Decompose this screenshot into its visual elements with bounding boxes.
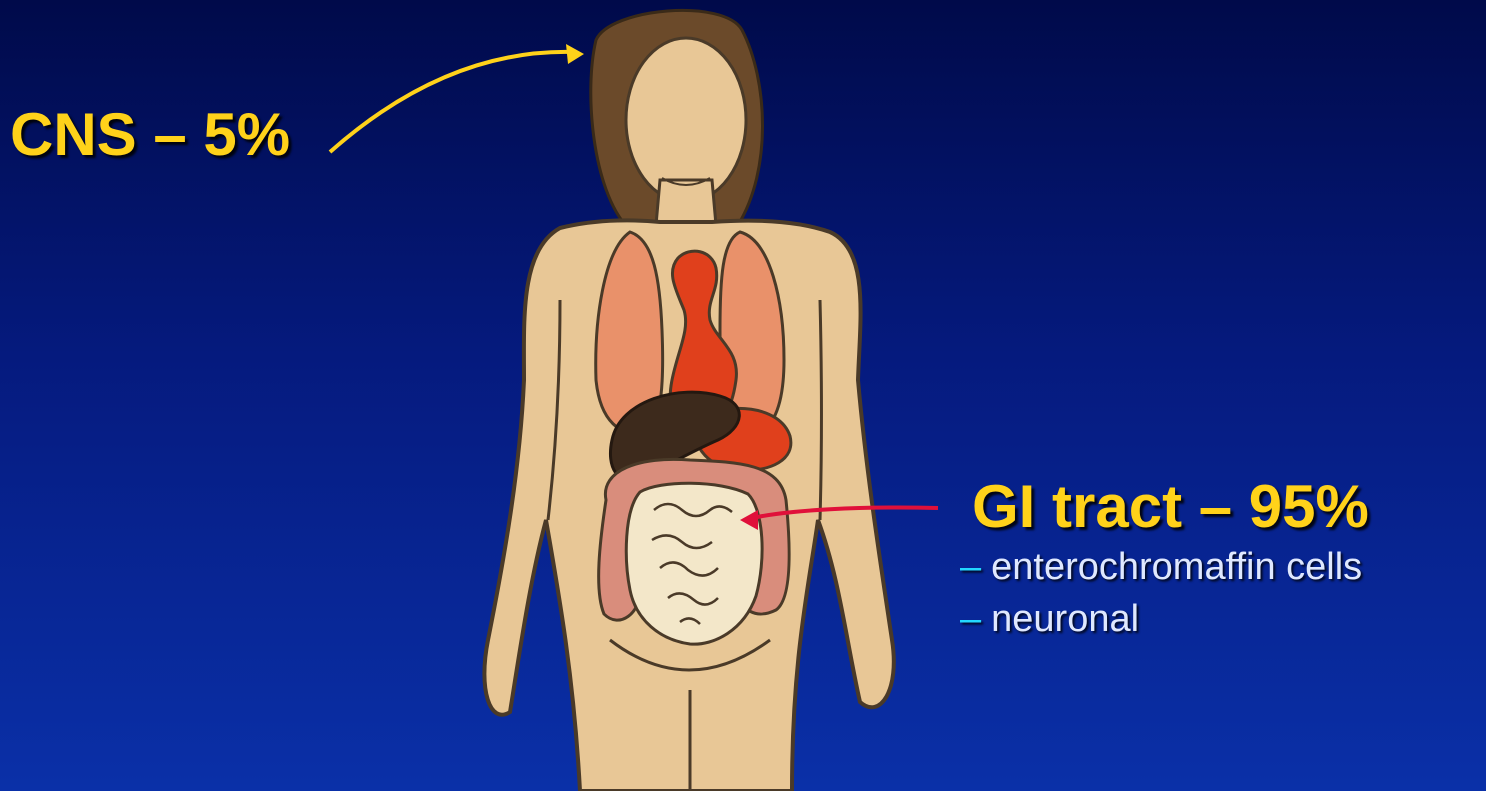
- right-arm-contour: [820, 300, 822, 520]
- detail-text: enterochromaffin cells: [991, 546, 1362, 588]
- neck: [656, 180, 716, 225]
- cns-arrowhead: [566, 44, 584, 64]
- detail-text: neuronal: [991, 598, 1139, 640]
- gi-detail-neuronal: –neuronal: [960, 598, 1139, 641]
- gi-detail-enterochromaffin: –enterochromaffin cells: [960, 546, 1362, 589]
- face: [626, 38, 746, 202]
- bullet-dash: –: [960, 598, 981, 640]
- gi-tract-label: GI tract – 95%: [972, 472, 1369, 541]
- cns-arrow: [330, 52, 572, 152]
- bullet-dash: –: [960, 546, 981, 588]
- cns-label: CNS – 5%: [10, 100, 290, 169]
